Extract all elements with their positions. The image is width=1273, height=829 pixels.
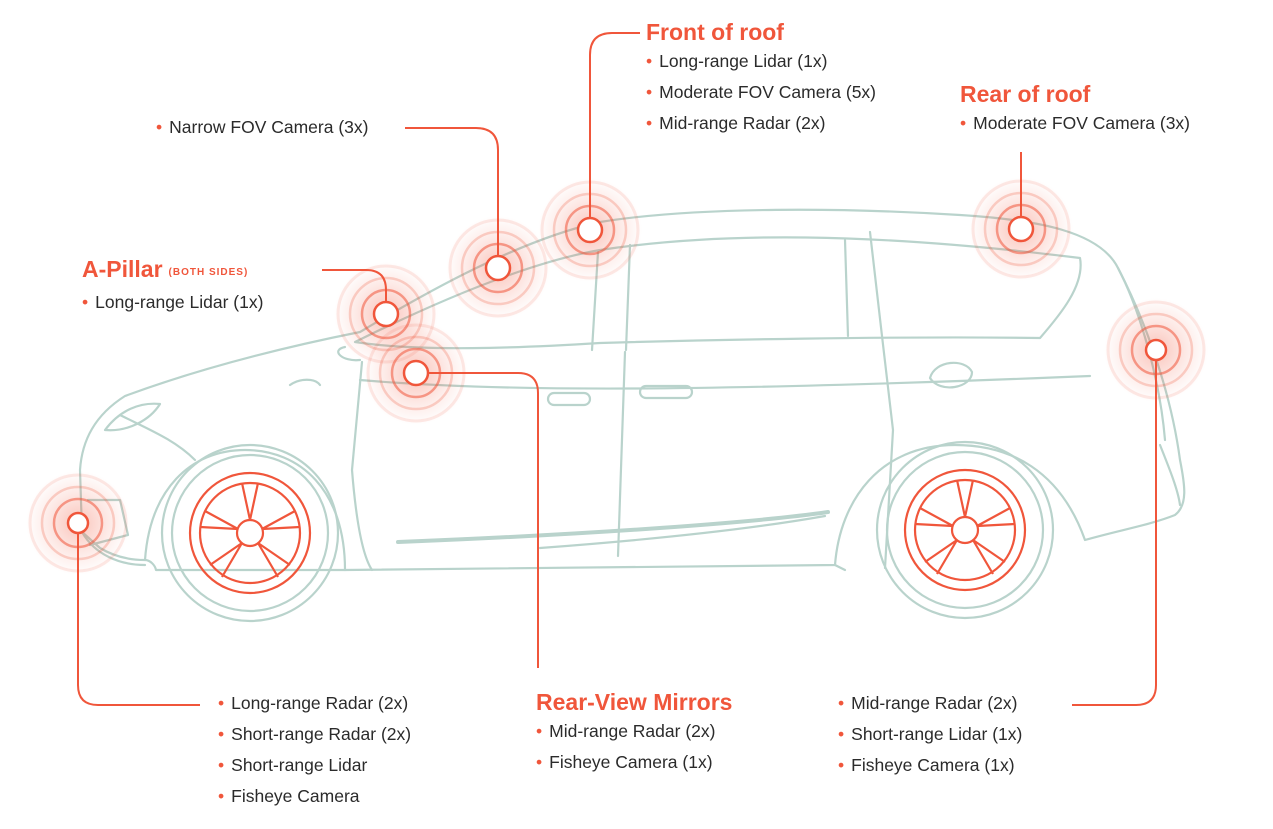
- rear-item: Fisheye Camera (1x): [838, 750, 1022, 781]
- front-bumper-item: Short-range Radar (2x): [218, 719, 411, 750]
- front-bumper-item: Fisheye Camera: [218, 781, 411, 812]
- rear-label-group: Mid-range Radar (2x) Short-range Lidar (…: [838, 688, 1022, 781]
- rear-roof-heading: Rear of roof: [960, 81, 1091, 107]
- rear-item: Short-range Lidar (1x): [838, 719, 1022, 750]
- sensor-narrow-camera: [446, 216, 550, 320]
- rear-wheel: [903, 468, 1027, 592]
- mirrors-item: Mid-range Radar (2x): [536, 716, 732, 747]
- front-bumper-item: Long-range Radar (2x): [218, 688, 411, 719]
- front-wheel: [188, 471, 312, 595]
- sensor-mirror: [364, 321, 468, 425]
- sensor-front-roof: [538, 178, 642, 282]
- front-roof-label-group: Front of roof Long-range Lidar (1x) Mode…: [646, 18, 876, 139]
- a-pillar-label-group: A-Pillar (BOTH SIDES) Long-range Lidar (1…: [82, 255, 263, 318]
- car-body: [78, 208, 1186, 623]
- rear-item: Mid-range Radar (2x): [838, 688, 1022, 719]
- narrow-camera-label-group: Narrow FOV Camera (3x): [156, 112, 368, 143]
- front-roof-item: Long-range Lidar (1x): [646, 46, 876, 77]
- front-roof-item: Moderate FOV Camera (5x): [646, 77, 876, 108]
- a-pillar-subtitle: (BOTH SIDES): [168, 267, 249, 278]
- sensor-rear-roof: [969, 177, 1073, 281]
- front-roof-item: Mid-range Radar (2x): [646, 108, 876, 139]
- narrow-camera-item: Narrow FOV Camera (3x): [156, 112, 368, 143]
- a-pillar-item: Long-range Lidar (1x): [82, 287, 263, 318]
- mirrors-item: Fisheye Camera (1x): [536, 747, 732, 778]
- rear-roof-label-group: Rear of roof Moderate FOV Camera (3x): [960, 80, 1190, 139]
- a-pillar-heading: A-Pillar (BOTH SIDES): [82, 255, 263, 287]
- sensor-rear: [1104, 298, 1208, 402]
- sensor-front-bumper: [26, 471, 130, 575]
- mirrors-heading: Rear-View Mirrors: [536, 689, 733, 715]
- front-bumper-label-group: Long-range Radar (2x) Short-range Radar …: [218, 688, 411, 812]
- front-roof-heading: Front of roof: [646, 19, 784, 45]
- a-pillar-title: A-Pillar: [82, 256, 163, 282]
- mirrors-label-group: Rear-View Mirrors Mid-range Radar (2x) F…: [536, 688, 732, 778]
- rear-roof-item: Moderate FOV Camera (3x): [960, 108, 1190, 139]
- front-bumper-item: Short-range Lidar: [218, 750, 411, 781]
